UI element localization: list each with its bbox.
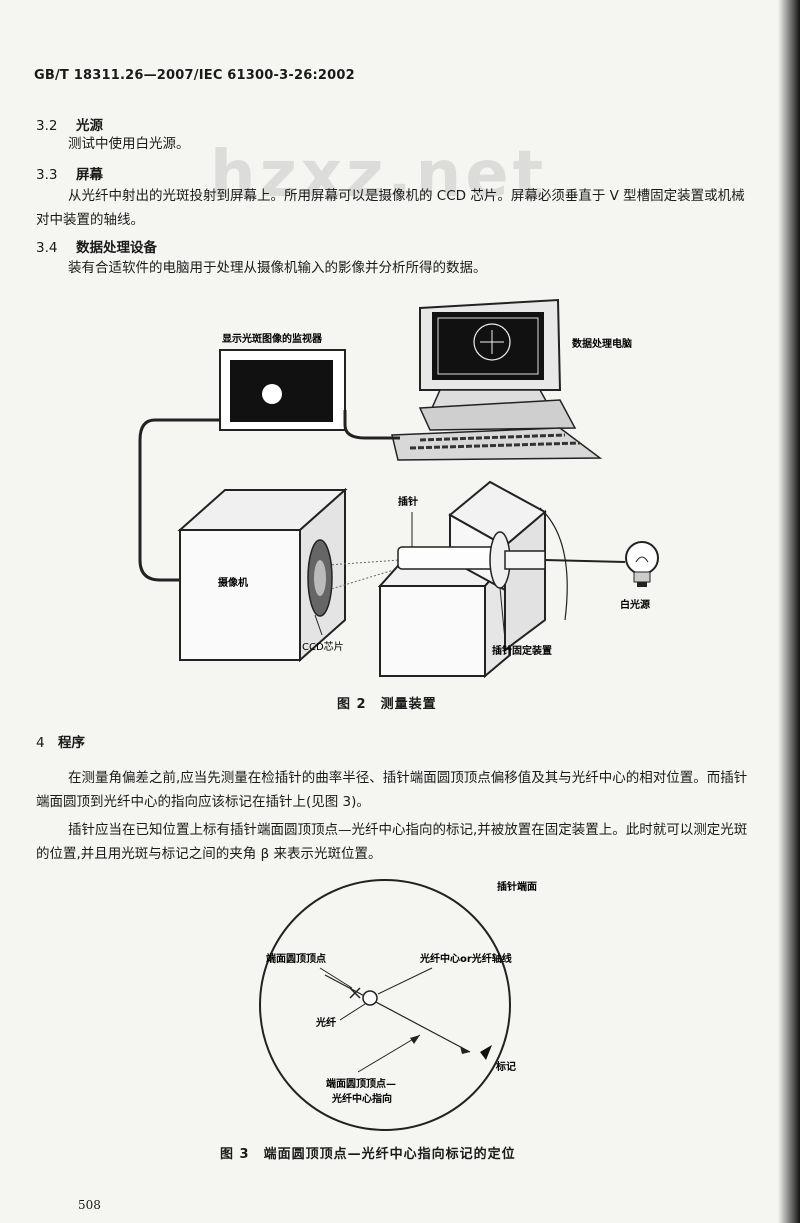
- paragraph-3-4: 装有合适软件的电脑用于处理从摄像机输入的影像并分析所得的数据。: [68, 260, 487, 276]
- section-title: 数据处理设备: [76, 240, 157, 256]
- monitor-cable: [343, 410, 400, 440]
- fixture-pointer: [499, 587, 506, 641]
- direction-arrowhead: [460, 1046, 470, 1054]
- end-face-label: 插针端面: [497, 880, 537, 893]
- fiber-label: 光纤: [315, 1016, 336, 1029]
- ferrule-label: 插针: [398, 495, 418, 508]
- fiber-pointer: [339, 1003, 366, 1021]
- fiber-center-label: 光纤中心or光纤轴线: [419, 952, 512, 965]
- ferrule-fixture-illustration: [377, 480, 626, 679]
- fiber-center-pointer: [377, 967, 433, 995]
- ccd-pointer: [314, 614, 323, 636]
- heading-3-3: 3.3 屏幕: [36, 163, 103, 183]
- camera-illustration: [177, 487, 401, 663]
- fiber-core-circle: [362, 990, 378, 1006]
- light-source-label: 白光源: [620, 598, 650, 611]
- section-title: 程序: [58, 735, 85, 751]
- figure-2-caption: 图 2 测量装置: [337, 697, 437, 712]
- camera-cable: [138, 418, 220, 582]
- camera-label: 摄像机: [218, 576, 248, 589]
- direction-label-line1: 端面圆顶顶点—: [326, 1077, 396, 1090]
- mark-triangle-icon: [480, 1045, 492, 1060]
- monitor-label: 显示光斑图像的监视器: [222, 332, 323, 345]
- section-number: 4: [36, 735, 45, 751]
- scan-edge-shadow: [778, 0, 800, 1223]
- heading-4: 4 程序: [36, 731, 85, 751]
- paragraph-3-2: 测试中使用白光源。: [68, 136, 190, 152]
- section-title: 光源: [76, 118, 103, 134]
- ferrule-end-face-circle: [259, 879, 511, 1131]
- direction-pointer: [357, 1034, 421, 1073]
- section-title: 屏幕: [76, 167, 103, 183]
- monitor-illustration: [219, 349, 346, 431]
- fixture-label: 插针固定装置: [492, 644, 552, 657]
- mark-label: 标记: [495, 1060, 516, 1073]
- ccd-label: CCD芯片: [302, 640, 344, 653]
- section-number: 3.2: [36, 118, 58, 134]
- apex-label: 端面圆顶顶点: [266, 952, 326, 965]
- heading-3-4: 3.4 数据处理设备: [36, 236, 157, 256]
- direction-line: [324, 974, 471, 1053]
- direction-label-line2: 光纤中心指向: [331, 1092, 392, 1105]
- page-number: 508: [78, 1198, 101, 1212]
- paragraph-3-3: 从光纤中射出的光斑投射到屏幕上。所用屏幕可以是摄像机的 CCD 芯片。屏幕必须垂…: [36, 188, 745, 228]
- figure-3-apex-marking: 插针端面 端面圆顶顶点 光纤中心or光纤轴线 光纤 标记 端面圆顶顶点— 光纤中…: [259, 879, 537, 1131]
- standard-code: GB/T 18311.26—2007/IEC 61300-3-26:2002: [34, 68, 355, 83]
- paragraph-4-1: 在测量角偏差之前,应当先测量在检插针的曲率半径、插针端面圆顶顶点偏移值及其与光纤…: [36, 770, 748, 810]
- section-number: 3.3: [36, 167, 58, 183]
- figure-2-measurement-setup: 显示光斑图像的监视器 数据处理电脑: [138, 298, 659, 679]
- section-number: 3.4: [36, 240, 58, 256]
- computer-label: 数据处理电脑: [572, 337, 632, 350]
- watermark: hzxz.net: [210, 138, 548, 212]
- heading-3-2: 3.2 光源: [36, 114, 103, 134]
- figure-3-caption: 图 3 端面圆顶顶点—光纤中心指向标记的定位: [220, 1147, 516, 1162]
- bulb-icon: [625, 541, 659, 587]
- apex-pointer: [319, 967, 353, 989]
- computer-illustration: [391, 298, 603, 461]
- paragraph-4-2: 插针应当在已知位置上标有插针端面圆顶顶点—光纤中心指向的标记,并被放置在固定装置…: [36, 822, 748, 862]
